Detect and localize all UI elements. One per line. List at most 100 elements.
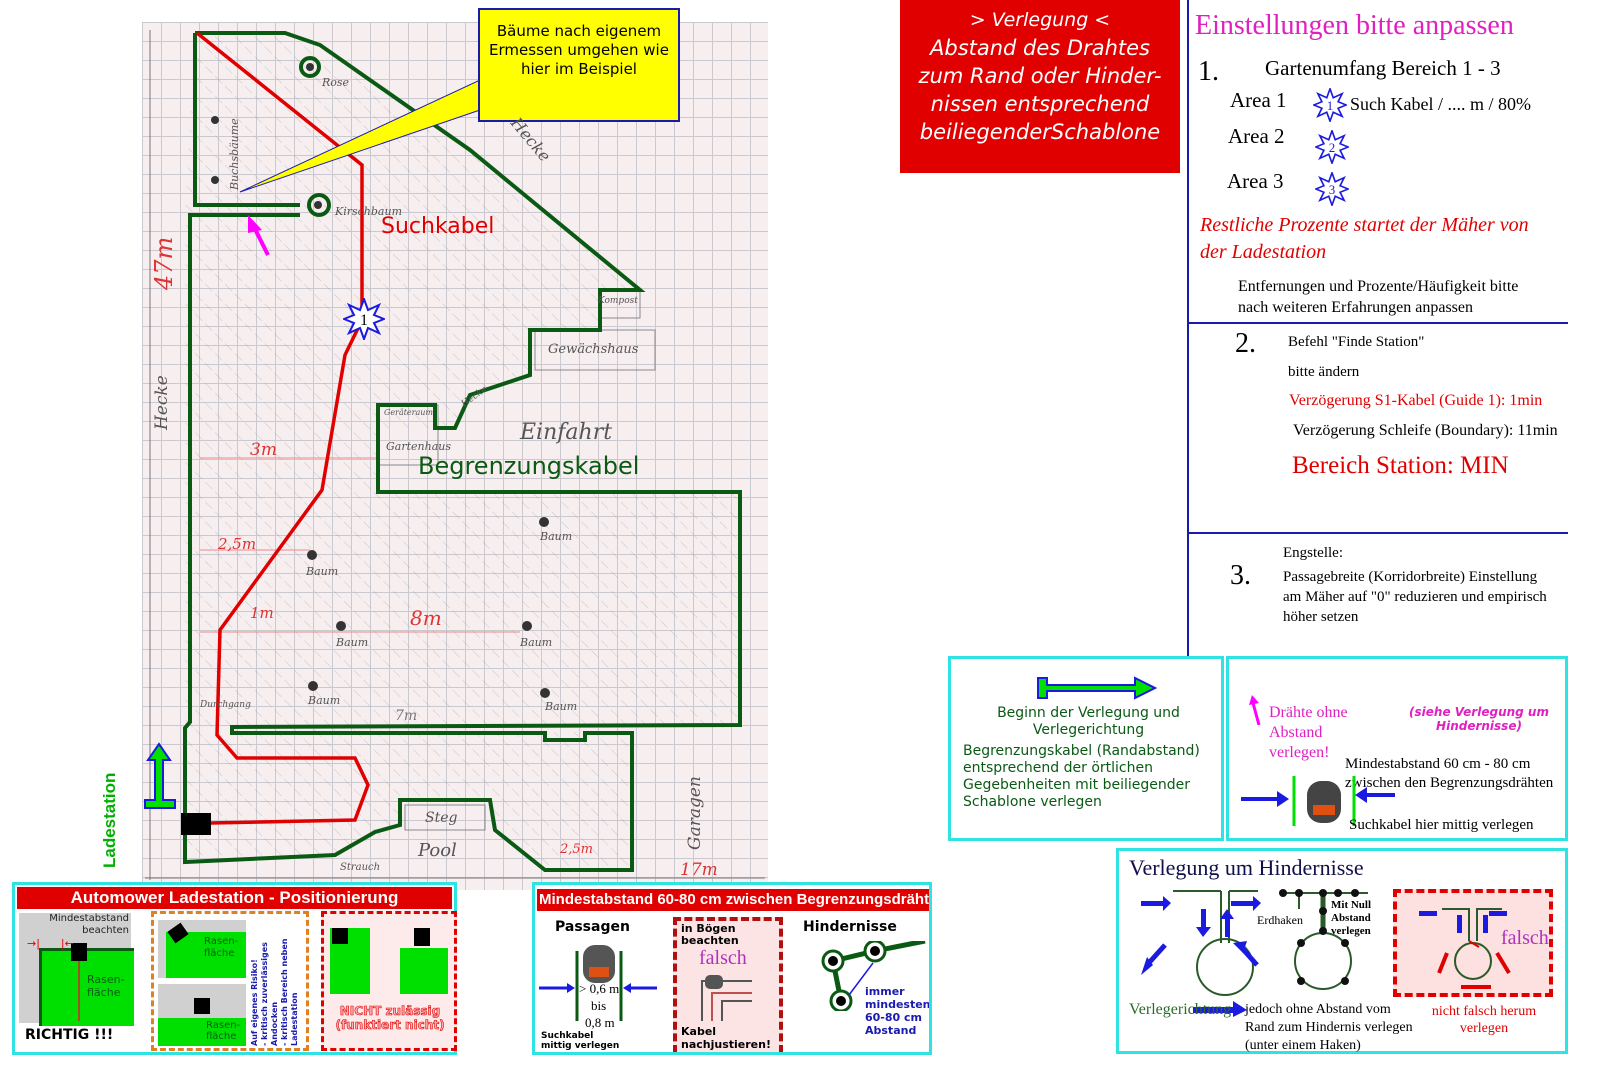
- lawn-label: Rasen-fläche: [204, 936, 239, 959]
- obstacles-box: Verlegung um Hindernisse Erdhaken Mit Nu…: [1116, 848, 1568, 1054]
- rest-percent-note: Restliche Prozente startet der Mäher von…: [1200, 214, 1529, 263]
- label-kompost: Kompost: [598, 296, 638, 306]
- label-pool: Pool: [418, 840, 457, 861]
- boundary-delay: Verzögerung Schleife (Boundary): 11min: [1293, 422, 1558, 439]
- always-min-label: immer mindestens 60-80 cm Abstand: [865, 985, 932, 1037]
- area-1-star-icon: 1: [1313, 88, 1347, 122]
- svg-text:1: 1: [360, 312, 368, 329]
- guide-cable: [195, 31, 370, 825]
- laying-text: Abstand des Drahtes zum Rand oder Hinder…: [918, 36, 1162, 144]
- label-7m: 7m: [395, 708, 418, 724]
- label-baum-1: Baum: [540, 530, 573, 543]
- narrow-passage-title: Engstelle:: [1283, 545, 1343, 561]
- left-arrow-icon: [1355, 787, 1395, 803]
- start-direction-arrow-icon: [1037, 676, 1158, 700]
- guide-center-note: Suchkabel hier mittig verlegen: [1349, 817, 1534, 833]
- gap-panel-title: Mindestabstand 60-80 cm zwischen Begrenz…: [537, 889, 929, 911]
- boundary-cable-label: Begrenzungskabel: [418, 452, 640, 480]
- tree-kirschbaum: [307, 193, 331, 217]
- risky-diagram-2: Rasen-fläche: [158, 984, 246, 1046]
- wires-no-gap: Drähte ohne Abstand verlegen!: [1269, 704, 1348, 761]
- laying-info-box: > Verlegung < Abstand des Drahtes zum Ra…: [900, 0, 1180, 173]
- min-distance-note: Mindestabstand 60 cm - 80 cm zwischen de…: [1345, 756, 1554, 791]
- find-station-command: Befehl "Finde Station": [1288, 334, 1425, 350]
- adjust-note: Entfernungen und Prozente/Häufigkeit bit…: [1238, 278, 1519, 316]
- start-text-2: Begrenzungskabel (Randabstand) entsprech…: [963, 743, 1200, 810]
- label-buchsbaeume: Buchsbäume: [228, 118, 241, 190]
- label-kirschbaum: Kirschbaum: [335, 205, 402, 218]
- lawn-area: [158, 1018, 246, 1046]
- section-3-number: 3.: [1230, 560, 1251, 591]
- settings-divider-2: [1188, 532, 1568, 534]
- label-1m: 1m: [250, 604, 274, 622]
- svg-text:3: 3: [1329, 182, 1335, 197]
- lawn-hatch: [185, 33, 740, 870]
- wrong-loop-diagram: [1419, 908, 1511, 989]
- label-strauch: Strauch: [340, 862, 381, 873]
- charging-station: [181, 813, 211, 835]
- label-baum-4: Baum: [520, 636, 553, 649]
- passages-title: Passagen: [555, 919, 630, 935]
- label-rose: Rose: [322, 76, 350, 89]
- lawn-area: [400, 948, 448, 994]
- callout-box: Bäume nach eigenem Ermessen umgehen wie …: [478, 8, 680, 122]
- area-1-star-icon: 1: [343, 298, 385, 340]
- guide-center-label: Suchkabel mittig verlegen: [541, 1031, 620, 1051]
- passage-width-max: 0,8 m: [585, 1015, 615, 1030]
- lawn-label: Rasen-fläche: [206, 1020, 241, 1042]
- tree-rose: [299, 56, 321, 78]
- station-icon: [71, 943, 87, 961]
- settings-divider-1: [1188, 322, 1568, 324]
- correct-example: Mindestabstand beachten Rasen-fläche →| …: [19, 913, 134, 1026]
- obstacles-title-small: Hindernisse: [803, 919, 897, 935]
- curves-wrong-example: in Bögen beachten falsch Kabel nachjusti…: [673, 917, 783, 1052]
- obstacle-diagrams: [1141, 889, 1368, 1017]
- label-hecke-left: Hecke: [152, 375, 172, 430]
- correct-label: RICHTIG !!!: [25, 1027, 114, 1043]
- guide-cable-label: Suchkabel: [381, 214, 495, 239]
- station-label: Ladestation: [100, 772, 119, 868]
- label-17m: 17m: [680, 860, 718, 880]
- area-1-note: Such Kabel / .... m / 80%: [1350, 94, 1531, 114]
- label-baum-2: Baum: [306, 565, 339, 578]
- passage-mower-diagram: [539, 945, 657, 1021]
- label-baum-6: Baum: [545, 700, 578, 713]
- label-gartenhaus: Gartenhaus: [386, 440, 451, 453]
- no-gap-note: jedoch ohne Abstand vom Rand zum Hindern…: [1245, 1002, 1413, 1053]
- station-icon: [414, 928, 430, 946]
- svg-text:2: 2: [1329, 140, 1335, 155]
- gap-arrows-icon: →| |←: [27, 937, 74, 950]
- not-allowed-example: NICHT zulässig (funktiert nicht): [321, 911, 457, 1051]
- start-arrow-icon: [144, 742, 176, 809]
- zero-gap-label: Mit Null Abstand verlegen: [1331, 899, 1372, 937]
- settings-heading: Einstellungen bitte anpassen: [1195, 10, 1514, 41]
- section-1-title: Gartenumfang Bereich 1 - 3: [1265, 56, 1501, 80]
- label-steg: Steg: [425, 810, 458, 826]
- curves-wrong-label: falsch: [699, 947, 747, 969]
- station-icon: [332, 928, 348, 944]
- risk-label: Auf eigenes Risiko!: [250, 959, 259, 1046]
- curves-label: in Bögen beachten: [681, 922, 739, 947]
- section-1-number: 1.: [1198, 56, 1219, 87]
- wire-distance-box: Drähte ohne Abstand verlegen! (siehe Ver…: [1226, 656, 1568, 841]
- curve-diagram: [701, 975, 752, 1021]
- wrong-example: falsch: [1393, 889, 1553, 997]
- obstacle-gap-diagram: [821, 941, 926, 1011]
- guide-delay: Verzögerung S1-Kabel (Guide 1): 1min: [1289, 392, 1543, 409]
- station-positioning-panel: Automower Ladestation - Positionierung M…: [12, 882, 457, 1055]
- label-einfahrt: Einfahrt: [520, 420, 613, 445]
- not-allowed-label: NICHT zulässig (funktiert nicht): [335, 1004, 445, 1033]
- area-3-star-icon: 3: [1315, 172, 1349, 206]
- magenta-arrow-icon: [1249, 695, 1261, 725]
- min-gap-label: Mindestabstand beachten: [49, 913, 129, 936]
- readjust-label: Kabel nachjustieren!: [681, 1025, 771, 1051]
- svg-text:1: 1: [1327, 98, 1333, 113]
- settings-divider-vertical: [1187, 0, 1189, 660]
- label-gewaechshaus: Gewächshaus: [548, 342, 639, 357]
- station-area: Bereich Station: MIN: [1292, 452, 1509, 479]
- station-icon: [194, 998, 210, 1014]
- station-panel-title: Automower Ladestation - Positionierung: [17, 887, 452, 909]
- label-8m: 8m: [410, 606, 442, 630]
- risk-notes: Auf eigenes Risiko! - kritisch zuverläss…: [250, 916, 300, 1047]
- obstacles-title: Verlegung um Hindernisse: [1129, 855, 1364, 880]
